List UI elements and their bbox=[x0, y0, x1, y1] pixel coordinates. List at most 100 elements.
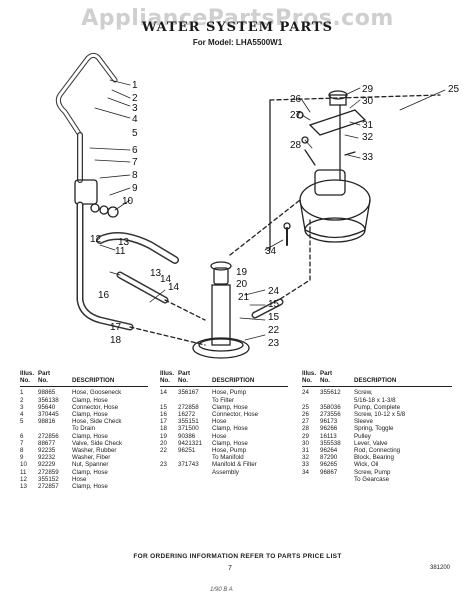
part-number: 96173 bbox=[320, 418, 338, 426]
illus-number bbox=[160, 397, 178, 404]
part-description: Hose, Gooseneck bbox=[72, 389, 122, 397]
part-description: Clamp, Hose bbox=[212, 439, 248, 447]
callout-15: 15 bbox=[268, 299, 280, 310]
part-number: 96251 bbox=[178, 447, 196, 455]
exploded-parts-diagram: 1 2 3 4 5 6 7 8 9 10 11 12 13 14 15 16 1… bbox=[55, 52, 460, 359]
part-number bbox=[38, 425, 72, 432]
callout-13b: 13 bbox=[150, 268, 162, 279]
part-number: 88677 bbox=[38, 439, 56, 447]
part-number: 355612 bbox=[320, 389, 341, 397]
callout-14: 14 bbox=[168, 282, 180, 293]
part-number: 371500 bbox=[178, 425, 199, 433]
part-description: Clamp, Hose bbox=[212, 425, 248, 433]
callout-30: 30 bbox=[362, 96, 374, 107]
manifold-base bbox=[192, 337, 250, 359]
illus-number: 1 bbox=[20, 389, 24, 397]
part-description: To Manifold bbox=[212, 454, 244, 462]
callout-3: 3 bbox=[132, 103, 138, 114]
callout-12: 12 bbox=[90, 234, 102, 245]
pulley bbox=[328, 90, 348, 100]
callout-28: 28 bbox=[290, 140, 302, 151]
part-description: Spring, Toggle bbox=[354, 425, 394, 433]
callout-10: 10 bbox=[122, 196, 134, 207]
part-number: 355152 bbox=[38, 475, 59, 483]
ordering-footer: FOR ORDERING INFORMATION REFER TO PARTS … bbox=[133, 553, 342, 560]
part-number: 272859 bbox=[38, 468, 59, 476]
part-description: Clamp, Hose bbox=[72, 468, 108, 476]
part-number: 272857 bbox=[38, 483, 59, 491]
part-description: Screw, 10-12 x 5/8 bbox=[354, 411, 406, 419]
part-description: Lever, Valve bbox=[354, 439, 388, 447]
part-description: Washer, Fiber bbox=[72, 454, 111, 462]
callout-13: 13 bbox=[118, 237, 130, 248]
part-number: 87290 bbox=[320, 454, 338, 462]
table-row: Assembly bbox=[160, 469, 288, 476]
part-number: 356138 bbox=[38, 396, 59, 404]
part-number: 273556 bbox=[320, 411, 341, 419]
illus-number: 32 bbox=[302, 454, 309, 462]
table-row: 11 272859 Clamp, Hose bbox=[20, 469, 148, 476]
part-description: Washer, Rubber bbox=[72, 447, 117, 455]
part-description: Wick, Oil bbox=[354, 461, 379, 469]
part-description: Sleeve bbox=[354, 418, 373, 426]
illus-number: 33 bbox=[302, 461, 309, 469]
part-number: 16113 bbox=[320, 432, 337, 440]
illus-number: 34 bbox=[302, 468, 309, 476]
part-number: 356167 bbox=[178, 389, 199, 397]
callout-1: 1 bbox=[132, 80, 138, 91]
callout-25: 25 bbox=[448, 84, 460, 95]
illus-number bbox=[302, 476, 320, 483]
callout-29: 29 bbox=[362, 84, 374, 95]
part-number: 96266 bbox=[320, 425, 338, 433]
part-number: 272858 bbox=[178, 403, 199, 411]
callout-4: 4 bbox=[132, 114, 138, 125]
illus-number: 10 bbox=[20, 461, 27, 469]
part-number: 272856 bbox=[38, 432, 59, 440]
callout-33: 33 bbox=[362, 152, 374, 163]
illus-number: 17 bbox=[160, 418, 167, 426]
illus-number: 13 bbox=[20, 483, 27, 491]
part-number: 9421321 bbox=[178, 439, 203, 447]
illus-number: 29 bbox=[302, 432, 309, 440]
part-number: 90386 bbox=[178, 432, 196, 440]
part-description: Screw, Pump bbox=[354, 468, 391, 476]
illus-number: 11 bbox=[20, 468, 27, 476]
part-description: Clamp, Hose bbox=[72, 396, 108, 404]
illus-number: 12 bbox=[20, 475, 27, 483]
callout-24: 24 bbox=[268, 286, 280, 297]
callout-2: 2 bbox=[132, 93, 138, 104]
illus-number: 25 bbox=[302, 403, 309, 411]
illus-number: 5 bbox=[20, 418, 24, 426]
part-description: Valve, Side Check bbox=[72, 439, 123, 447]
illus-number: 16 bbox=[160, 411, 167, 419]
part-description: 5/16-18 x 1-3/8 bbox=[354, 396, 396, 404]
callout-18: 18 bbox=[110, 335, 122, 346]
callout-26: 26 bbox=[290, 94, 302, 105]
illus-number: 6 bbox=[20, 432, 24, 440]
illus-number: 23 bbox=[160, 461, 167, 469]
part-number bbox=[178, 469, 212, 476]
part-description: Clamp, Hose bbox=[72, 432, 108, 440]
illus-number bbox=[160, 469, 178, 476]
part-number: 98865 bbox=[38, 389, 56, 397]
callout-23: 23 bbox=[268, 338, 280, 349]
callout-14b: 14 bbox=[160, 274, 172, 285]
callout-21: 21 bbox=[238, 292, 250, 303]
part-description: Pulley bbox=[354, 432, 371, 440]
table-row: To Manifold bbox=[160, 454, 288, 461]
manifold-filter-pipe bbox=[211, 284, 231, 346]
part-description: Clamp, Hose bbox=[72, 483, 108, 491]
callout-15b: 15 bbox=[268, 312, 280, 323]
